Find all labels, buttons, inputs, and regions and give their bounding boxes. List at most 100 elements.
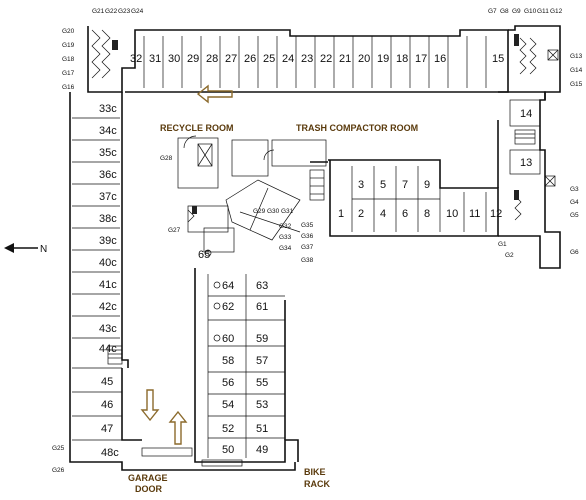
central-block-stalls: [351, 166, 487, 232]
g-label: G38: [301, 257, 314, 264]
garage-door-label-line2: DOOR: [135, 484, 163, 494]
space-35: 35c: [99, 147, 117, 159]
g-label: G29: [253, 208, 266, 215]
space-46: 46: [101, 399, 113, 411]
g-labels: G21 G22 G23 G24 G20 G19 G18 G17 G16 G7 G…: [52, 8, 583, 474]
g-label: G10: [524, 8, 537, 15]
space-21: 21: [339, 53, 351, 65]
bike-rack-label-line1: BIKE: [304, 467, 326, 477]
g-label: G20: [62, 28, 75, 35]
space-57: 57: [256, 355, 268, 367]
space-40: 40c: [99, 257, 117, 269]
g-label: G7: [488, 8, 497, 15]
space-37: 37c: [99, 191, 117, 203]
space-8: 8: [424, 208, 430, 220]
accessible-icon: [204, 249, 212, 257]
space-5: 5: [380, 179, 386, 191]
space-20: 20: [358, 53, 370, 65]
accessible-icon: [213, 302, 221, 310]
g-label: G27: [168, 227, 181, 234]
g-label: G4: [570, 199, 579, 206]
space-26: 26: [244, 53, 256, 65]
arrow-up-icon: [168, 410, 188, 445]
space-33: 33c: [99, 103, 117, 115]
g-label: G22: [105, 8, 118, 15]
space-27: 27: [225, 53, 237, 65]
direction-arrows: [140, 84, 233, 445]
accessible-icon: [213, 334, 221, 342]
top-row-labels: 32 31 30 29 28 27 26 25 24 23 22 21 20 1…: [130, 53, 504, 65]
space-39: 39c: [99, 235, 117, 247]
g-label: G32: [279, 223, 292, 230]
space-59: 59: [256, 333, 268, 345]
g-label: G18: [62, 56, 75, 63]
g-label: G9: [512, 8, 521, 15]
arrow-left-icon: [196, 84, 233, 104]
g-label: G25: [52, 445, 65, 452]
space-32: 32: [130, 53, 142, 65]
space-61: 61: [256, 301, 268, 313]
g-label: G28: [160, 155, 173, 162]
space-63: 63: [256, 280, 268, 292]
space-42: 42c: [99, 301, 117, 313]
left-column-labels: 33c 34c 35c 36c 37c 38c 39c 40c 41c 42c …: [99, 103, 119, 459]
left-column-stalls: [72, 117, 123, 441]
space-17: 17: [415, 53, 427, 65]
space-50: 50: [222, 444, 234, 456]
space-56: 56: [222, 377, 234, 389]
g-label: G21: [92, 8, 105, 15]
space-34: 34c: [99, 125, 117, 137]
space-36: 36c: [99, 169, 117, 181]
space-24: 24: [282, 53, 294, 65]
space-29: 29: [187, 53, 199, 65]
space-48: 48c: [101, 447, 119, 459]
space-54: 54: [222, 399, 234, 411]
space-23: 23: [301, 53, 313, 65]
top-row-stalls: [143, 36, 487, 88]
space-52: 52: [222, 423, 234, 435]
space-18: 18: [396, 53, 408, 65]
north-label: N: [40, 244, 47, 255]
space-14: 14: [520, 108, 532, 120]
central-block-labels: 3 5 7 9 1 2 4 6 8 10 11 12: [338, 179, 502, 220]
space-28: 28: [206, 53, 218, 65]
space-51: 51: [256, 423, 268, 435]
g-label: G35: [301, 222, 314, 229]
room-labels: RECYCLE ROOM TRASH COMPACTOR ROOM GARAGE…: [128, 123, 418, 494]
space-41: 41c: [99, 279, 117, 291]
space-31: 31: [149, 53, 161, 65]
space-10: 10: [446, 208, 458, 220]
space-44: 44c: [99, 343, 117, 355]
g-label: G15: [570, 81, 583, 88]
space-19: 19: [377, 53, 389, 65]
g-label: G14: [570, 67, 583, 74]
arrow-down-icon: [140, 389, 160, 422]
space-38: 38c: [99, 213, 117, 225]
space-15: 15: [492, 53, 504, 65]
space-25: 25: [263, 53, 275, 65]
g-label: G13: [570, 53, 583, 60]
g-label: G30: [267, 208, 280, 215]
g-label: G31: [281, 208, 294, 215]
g-label: G26: [52, 467, 65, 474]
g-label: G16: [62, 84, 75, 91]
g-label: G12: [550, 8, 563, 15]
space-12: 12: [490, 208, 502, 220]
space-22: 22: [320, 53, 332, 65]
g-label: G1: [498, 241, 507, 248]
g-label: G11: [537, 8, 549, 15]
accessible-symbols: [204, 249, 221, 342]
g-label: G34: [279, 245, 292, 252]
space-2: 2: [358, 208, 364, 220]
space-4: 4: [380, 208, 386, 220]
space-6: 6: [402, 208, 408, 220]
compact-lot-stalls: [141, 274, 285, 467]
right-wing: 14 13: [509, 37, 559, 221]
g-label: G36: [301, 233, 314, 240]
space-60: 60: [222, 333, 234, 345]
space-49: 49: [256, 444, 268, 456]
top-left-stair: [91, 29, 519, 200]
g-label: G19: [62, 42, 75, 49]
space-47: 47: [101, 423, 113, 435]
